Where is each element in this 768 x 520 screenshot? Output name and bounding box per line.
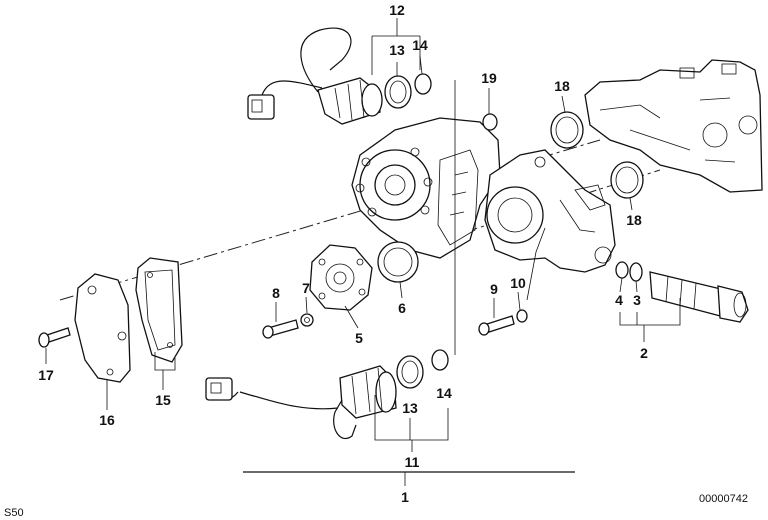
label-14-lower: 14: [436, 385, 452, 401]
speed-sensor-lower: [205, 365, 397, 439]
footer-right-code: 00000742: [699, 493, 748, 505]
washer-10: [516, 309, 528, 323]
label-14-upper: 14: [412, 37, 428, 53]
label-18-lower: 18: [626, 212, 642, 228]
bolt-8: [262, 319, 299, 339]
label-12: 12: [389, 2, 405, 18]
o-ring-14-upper: [414, 73, 432, 95]
label-7: 7: [302, 280, 310, 296]
seal-ring-13-upper: [384, 75, 412, 109]
label-19: 19: [481, 70, 497, 86]
speed-sensor-upper: [247, 27, 383, 125]
label-10: 10: [510, 275, 526, 291]
flange-plate-5: [309, 244, 373, 311]
o-ring-3: [629, 262, 643, 282]
seal-ring-13-lower: [396, 355, 424, 389]
label-6: 6: [398, 300, 406, 316]
label-17: 17: [38, 367, 54, 383]
label-1: 1: [401, 489, 409, 505]
footer-left-code: S50: [4, 507, 24, 519]
washer-7: [300, 313, 314, 327]
label-13-upper: 13: [389, 42, 405, 58]
label-18-upper: 18: [554, 78, 570, 94]
label-9: 9: [490, 281, 498, 297]
cover-plate-16: [74, 273, 131, 383]
o-ring-14-lower: [431, 349, 449, 371]
label-4: 4: [615, 292, 623, 308]
label-11: 11: [405, 454, 420, 470]
part-labels: 12 13 14 19 18 18 6 5 7 8 9 10 4 3 2 13 …: [38, 2, 648, 505]
label-8: 8: [272, 285, 280, 301]
label-3: 3: [633, 292, 641, 308]
label-15: 15: [155, 392, 171, 408]
transfer-case-housing: [351, 117, 501, 259]
housing-right-section: [484, 149, 616, 273]
label-5: 5: [355, 330, 363, 346]
label-16: 16: [99, 412, 115, 428]
engine-block: [584, 59, 763, 193]
gasket-15: [135, 257, 183, 363]
o-ring-19: [482, 113, 498, 131]
bolt-17: [38, 327, 71, 348]
drive-shaft-2: [649, 271, 749, 323]
label-13-lower: 13: [402, 400, 418, 416]
o-ring-4: [615, 261, 629, 279]
leader-lines: [45, 18, 681, 486]
label-2: 2: [640, 345, 648, 361]
bolt-9: [478, 315, 515, 336]
